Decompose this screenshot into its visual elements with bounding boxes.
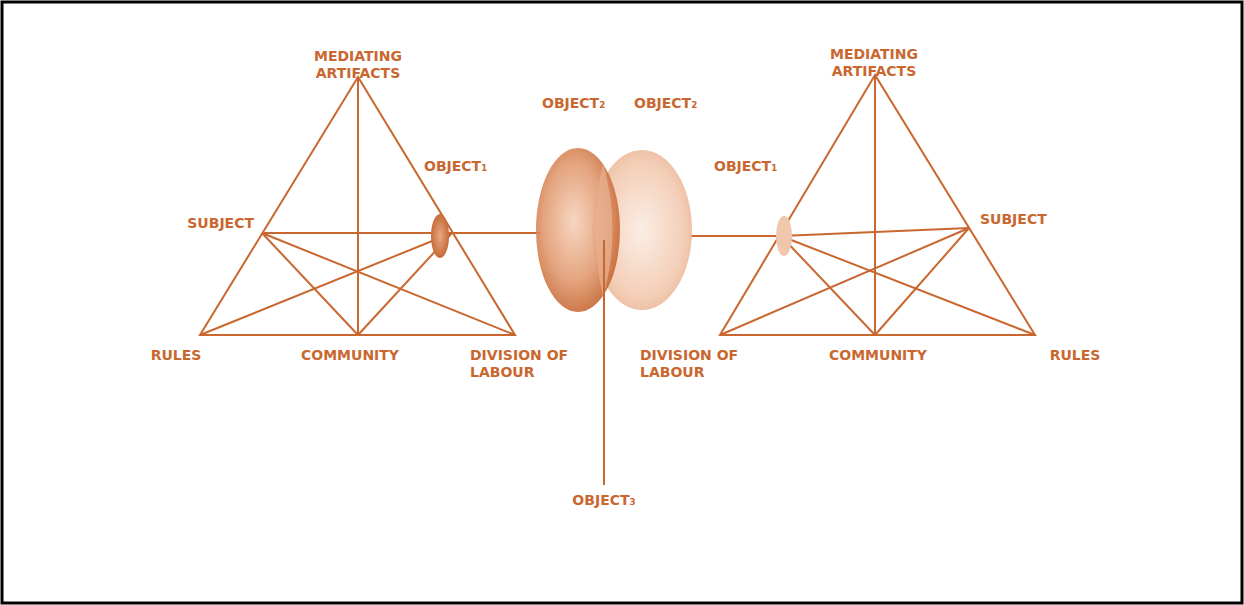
left-triangle [200, 77, 540, 335]
rules-label: RULES [1035, 347, 1115, 364]
division-label: DIVISION OF LABOUR [470, 347, 595, 381]
division-label: DIVISION OF LABOUR [640, 347, 765, 381]
object-label: OBJECT₂ [542, 95, 637, 112]
rules-label: RULES [136, 347, 216, 364]
community-label: COMMUNITY [285, 347, 415, 364]
artifact-label: MEDIATING ARTIFACTS [293, 48, 423, 82]
artifact-label: MEDIATING ARTIFACTS [809, 46, 939, 80]
object-label: OBJECT₁ [424, 158, 519, 175]
subject-label: SUBJECT [980, 211, 1100, 228]
community-label: COMMUNITY [813, 347, 943, 364]
object-shapes [431, 148, 792, 485]
subject-label: SUBJECT [134, 215, 254, 232]
object-label: OBJECT₃ [549, 492, 659, 509]
object-label: OBJECT₂ [634, 95, 729, 112]
object-label: OBJECT₁ [714, 158, 809, 175]
right-triangle [690, 75, 1035, 335]
